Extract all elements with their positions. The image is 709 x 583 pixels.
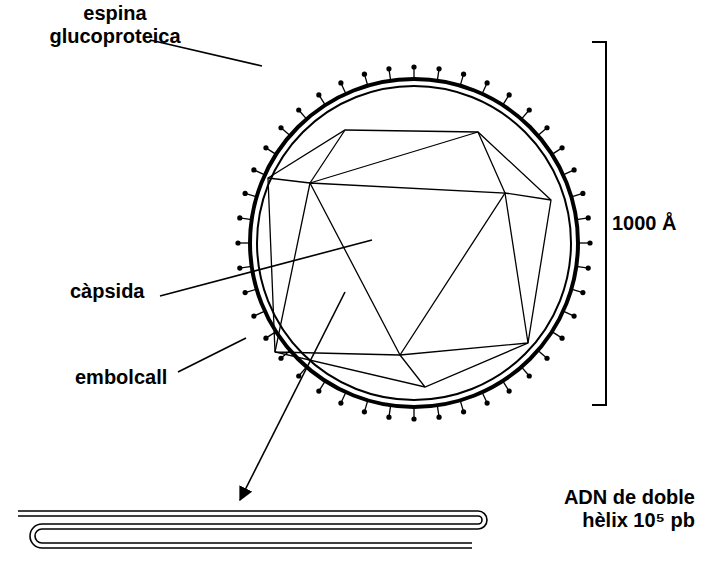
spike-head	[507, 388, 512, 393]
spike-head	[362, 72, 367, 77]
glycoprotein-spikes	[235, 64, 592, 421]
spike-head	[386, 415, 391, 420]
spike-head	[544, 356, 549, 361]
spike-head	[362, 409, 367, 414]
spike-head	[571, 167, 576, 172]
part-label: espina glucoproteica	[40, 2, 190, 48]
spike-head	[436, 415, 441, 420]
spike-head	[263, 336, 268, 341]
spike-head	[587, 240, 592, 245]
spike-head	[263, 145, 268, 150]
spike-head	[586, 215, 591, 220]
spike-head	[559, 336, 564, 341]
spike-head	[237, 215, 242, 220]
spike-head	[580, 191, 585, 196]
part-label: càpsida	[70, 280, 160, 303]
spike-head	[251, 314, 256, 319]
spike-head	[411, 64, 416, 69]
spike-head	[586, 265, 591, 270]
dna-double-helix	[18, 511, 487, 548]
spike-head	[436, 66, 441, 71]
spike-head	[278, 356, 283, 361]
spike-head	[411, 416, 416, 421]
spike-head	[544, 125, 549, 130]
spike-head	[527, 373, 532, 378]
spike-head	[251, 167, 256, 172]
spike-head	[461, 409, 466, 414]
spike-head	[338, 80, 343, 85]
spike-head	[316, 92, 321, 97]
part-label: ADN de doble hèlix 10⁵ pb	[530, 486, 695, 532]
capsid-icosahedron	[268, 130, 551, 387]
spike-head	[527, 107, 532, 112]
leader-lines	[150, 40, 372, 500]
spike-head	[296, 107, 301, 112]
spike-head	[485, 400, 490, 405]
spike-head	[235, 240, 240, 245]
envelope-outer	[250, 79, 578, 407]
envelope-inner	[257, 86, 571, 400]
spike-head	[386, 66, 391, 71]
spike-head	[571, 314, 576, 319]
spike-head	[461, 72, 466, 77]
spike-head	[316, 388, 321, 393]
spike-head	[296, 373, 301, 378]
spike-head	[243, 290, 248, 295]
spike-head	[485, 80, 490, 85]
dimension-label: 1000 Å	[612, 212, 704, 235]
part-label: embolcall	[75, 366, 180, 389]
spike-head	[237, 265, 242, 270]
spike-head	[580, 290, 585, 295]
spike-head	[338, 400, 343, 405]
spike-head	[278, 125, 283, 130]
spike-head	[559, 145, 564, 150]
spike-head	[243, 191, 248, 196]
size-bracket	[592, 42, 606, 405]
spike-head	[507, 92, 512, 97]
